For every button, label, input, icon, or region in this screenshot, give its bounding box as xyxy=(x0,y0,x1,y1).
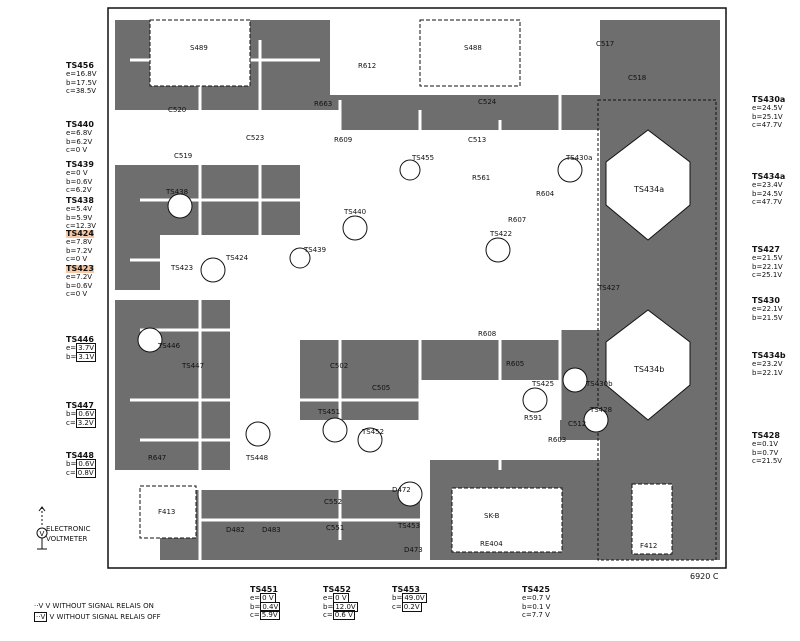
svg-text:C519: C519 xyxy=(174,152,192,160)
board-id: 6920 C xyxy=(690,572,719,581)
svg-text:C520: C520 xyxy=(168,106,186,114)
svg-text:TS438: TS438 xyxy=(165,188,188,196)
svg-text:R605: R605 xyxy=(506,360,524,368)
ts439-voltages: TS439 e=0 V b=0.6V c=6.2V xyxy=(66,160,94,195)
svg-text:R647: R647 xyxy=(148,454,166,462)
svg-text:F412: F412 xyxy=(640,542,657,550)
svg-text:D483: D483 xyxy=(262,526,281,534)
svg-text:R608: R608 xyxy=(478,330,496,338)
ts448-voltages: TS448 b=0.6V c=0.8V xyxy=(66,451,97,478)
ts423-voltages: TS423 e=7.2V b=0.6V c=0 V xyxy=(66,264,94,298)
ts428-voltages: TS428 e=0.1V b=0.7V c=21.5V xyxy=(752,431,783,466)
ts456-voltages: TS456 e=16.8V b=17.5V c=38.5V xyxy=(66,61,97,96)
svg-text:C552: C552 xyxy=(324,498,342,506)
svg-text:TS455: TS455 xyxy=(411,154,434,162)
svg-text:TS434a: TS434a xyxy=(633,185,664,194)
ts430a-voltages: TS430a e=24.5V b=25.1V c=47.7V xyxy=(752,95,786,130)
svg-text:R561: R561 xyxy=(472,174,490,182)
svg-text:C517: C517 xyxy=(596,40,614,48)
s488-label: S488 xyxy=(464,44,482,52)
ts430-voltages: TS430 e=22.1V b=21.5V xyxy=(752,296,783,322)
svg-text:C505: C505 xyxy=(372,384,390,392)
svg-text:V: V xyxy=(40,530,45,538)
svg-text:TS448: TS448 xyxy=(245,454,268,462)
ts425-voltages: TS425 e=0.7 V b=0.1 V c=7.7 V xyxy=(522,585,551,620)
ts452-voltages: TS452 e=0 V b=12.0V c=0.6 V xyxy=(323,585,358,620)
svg-text:C524: C524 xyxy=(478,98,497,106)
ts434a-voltages: TS434a e=23.4V b=24.5V c=47.7V xyxy=(752,172,786,207)
svg-text:TS424: TS424 xyxy=(225,254,249,262)
board-outline xyxy=(107,7,727,569)
svg-text:TS428: TS428 xyxy=(589,406,612,414)
svg-text:D473: D473 xyxy=(404,546,423,554)
s489-label: S489 xyxy=(190,44,208,52)
svg-text:TS447: TS447 xyxy=(181,362,204,370)
ts447-voltages: TS447 b=0.6V c=3.2V xyxy=(66,401,97,428)
ts438-voltages: TS438 e=5.4V b=5.9V c=12.3V xyxy=(66,196,97,231)
svg-text:R607: R607 xyxy=(508,216,526,224)
ts434b-voltages: TS434b e=23.2V b=22.1V xyxy=(752,351,786,377)
svg-text:TS453: TS453 xyxy=(397,522,420,530)
svg-text:R609: R609 xyxy=(334,136,352,144)
svg-text:TS425: TS425 xyxy=(531,380,554,388)
svg-text:TS423: TS423 xyxy=(170,264,193,272)
svg-text:R603: R603 xyxy=(548,436,566,444)
svg-text:TS434b: TS434b xyxy=(633,365,664,374)
legend-boxed: ··V V WITHOUT SIGNAL RELAIS OFF xyxy=(34,612,161,622)
svg-text:TS430b: TS430b xyxy=(585,380,613,388)
svg-text:R591: R591 xyxy=(524,414,542,422)
svg-text:RE404: RE404 xyxy=(480,540,503,548)
ts440-voltages: TS440 e=6.8V b=6.2V c=0 V xyxy=(66,120,94,155)
svg-text:R604: R604 xyxy=(536,190,555,198)
svg-text:C518: C518 xyxy=(628,74,646,82)
legend-plain: ··V V WITHOUT SIGNAL RELAIS ON xyxy=(34,602,154,610)
svg-text:TS430a: TS430a xyxy=(565,154,592,162)
svg-text:F413: F413 xyxy=(158,508,175,516)
ts446-voltages: TS446 e=3.7V b=3.1V xyxy=(66,335,97,362)
svg-text:C523: C523 xyxy=(246,134,264,142)
svg-text:SK-B: SK-B xyxy=(484,512,500,520)
svg-text:TS452: TS452 xyxy=(361,428,384,436)
svg-text:D472: D472 xyxy=(392,486,411,494)
svg-text:TS439: TS439 xyxy=(303,246,326,254)
svg-text:D482: D482 xyxy=(226,526,245,534)
svg-text:R612: R612 xyxy=(358,62,376,70)
svg-text:TS451: TS451 xyxy=(317,408,340,416)
ts424-voltages: TS424 e=7.8V b=7.2V c=0 V xyxy=(66,229,94,263)
svg-text:TS446: TS446 xyxy=(157,342,181,350)
voltmeter-symbol-icon: V xyxy=(36,505,58,553)
ts427-voltages: TS427 e=21.5V b=22.1V c=25.1V xyxy=(752,245,783,280)
svg-text:C512: C512 xyxy=(568,420,586,428)
svg-text:C513: C513 xyxy=(468,136,486,144)
svg-text:R663: R663 xyxy=(314,100,332,108)
svg-text:TS427: TS427 xyxy=(597,284,620,292)
ts453-voltages: TS453 b=49.0V c=0.2V xyxy=(392,585,427,612)
voltmeter-label: ELECTRONIC VOLTMETER xyxy=(46,525,91,543)
svg-text:C551: C551 xyxy=(326,524,344,532)
ts451-voltages: TS451 e=0 V b=0.4V c=5.9V xyxy=(250,585,281,620)
svg-text:C502: C502 xyxy=(330,362,348,370)
svg-text:TS422: TS422 xyxy=(489,230,512,238)
svg-text:TS440: TS440 xyxy=(343,208,366,216)
